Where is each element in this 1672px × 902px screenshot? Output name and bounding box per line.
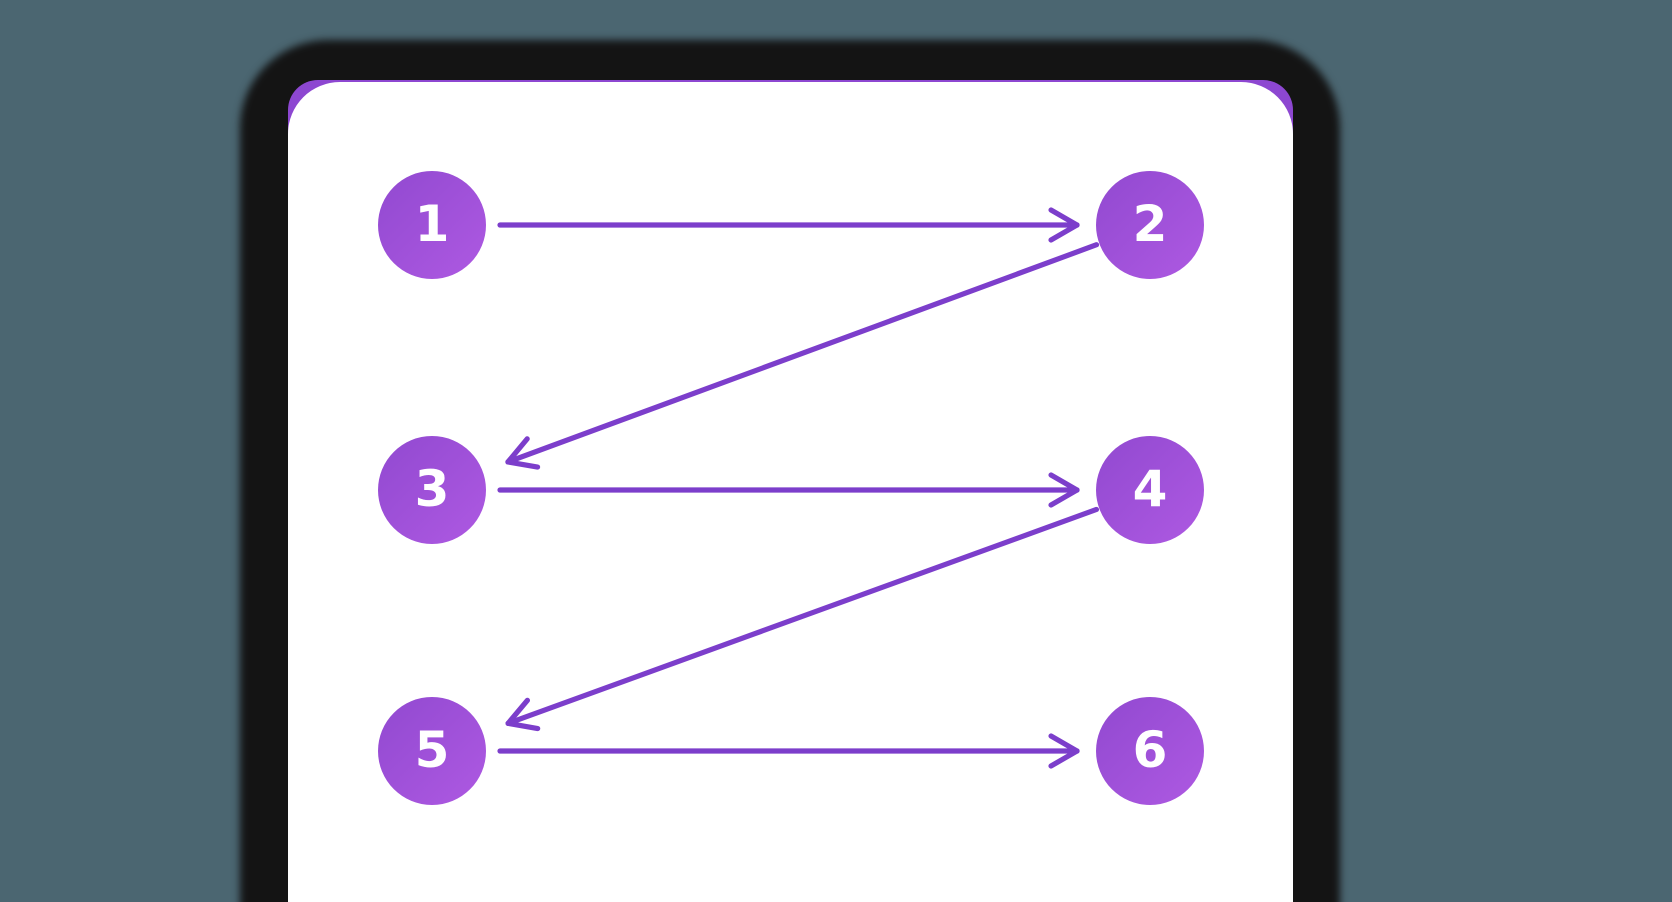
node-circle-1: 1 <box>378 171 486 279</box>
node-label: 4 <box>1132 460 1168 518</box>
node-label: 3 <box>414 460 450 518</box>
arrow-5-to-6 <box>497 733 1080 769</box>
arrows-layer <box>497 207 1100 769</box>
node-circle-4: 4 <box>1096 436 1204 544</box>
node-circle-2: 2 <box>1096 171 1204 279</box>
node-circle-3: 3 <box>378 436 486 544</box>
diagram-card: 1 2 3 4 5 6 <box>288 82 1293 902</box>
arrow-4-to-5 <box>505 506 1100 732</box>
node-circle-6: 6 <box>1096 697 1204 805</box>
node-label: 6 <box>1132 721 1168 779</box>
node-label: 5 <box>414 721 450 779</box>
arrow-3-to-4 <box>497 472 1080 508</box>
node-circle-5: 5 <box>378 697 486 805</box>
arrow-1-to-2 <box>497 207 1080 243</box>
arrow-2-to-3 <box>505 242 1100 470</box>
node-label: 1 <box>414 195 450 253</box>
node-label: 2 <box>1132 195 1168 253</box>
